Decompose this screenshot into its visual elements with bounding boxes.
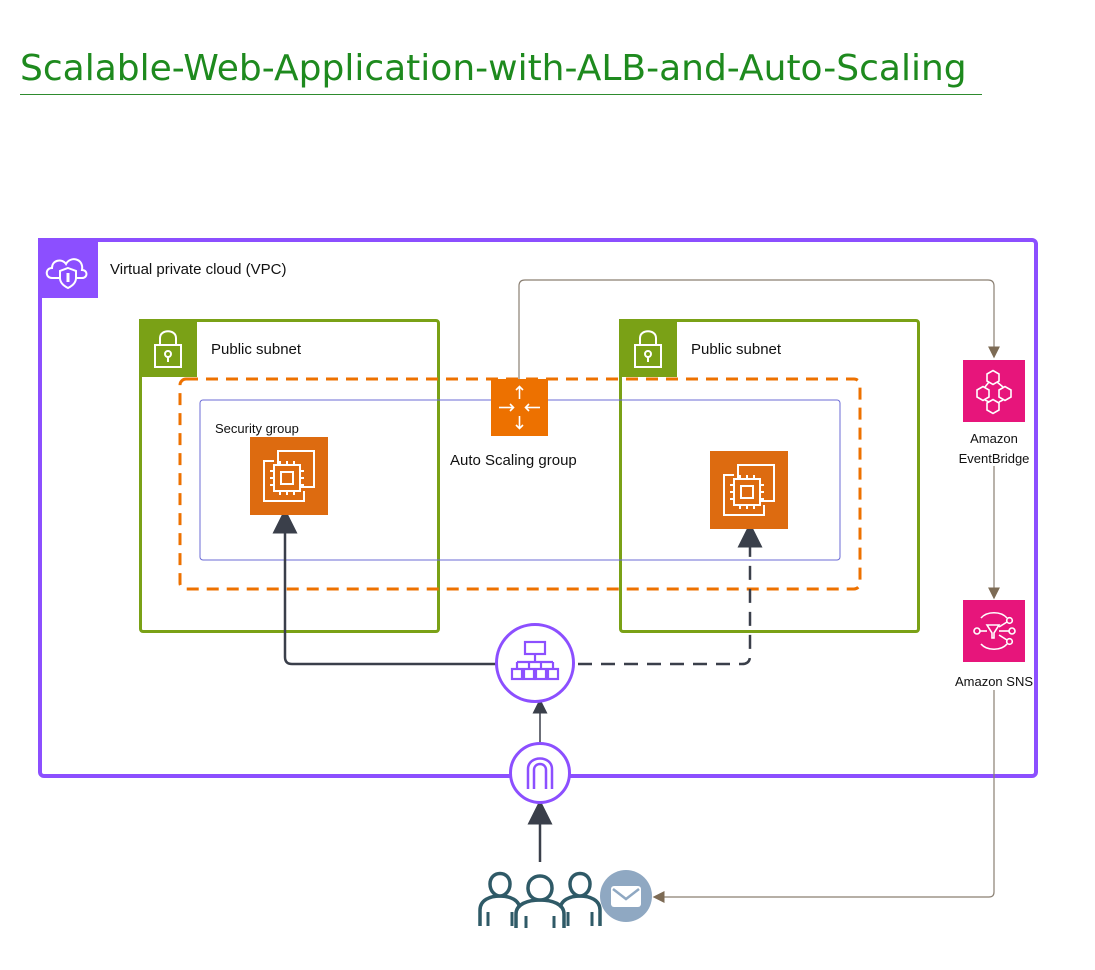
sns-label: Amazon SNS xyxy=(954,674,1034,689)
subnet-label-right: Public subnet xyxy=(691,341,782,358)
eventbridge-label: Amazon EventBridge xyxy=(944,429,1044,469)
ec2-instance-icon xyxy=(250,437,328,515)
internet-gateway-icon xyxy=(509,742,571,804)
public-subnet-right xyxy=(619,319,920,633)
email-icon xyxy=(600,870,652,922)
public-subnet-left xyxy=(139,319,440,633)
eventbridge-label-line1: Amazon xyxy=(970,431,1018,446)
security-group-label: Security group xyxy=(215,421,299,436)
alb-to-ec2-right xyxy=(578,522,763,666)
alb-to-ec2-left xyxy=(272,508,498,666)
sns-to-email xyxy=(652,690,995,903)
cloud-shield-icon xyxy=(38,238,98,298)
sns-icon xyxy=(963,600,1025,662)
page-title: Scalable-Web-Application-with-ALB-and-Au… xyxy=(20,44,982,95)
subnet-label-left: Public subnet xyxy=(211,341,302,358)
eventbridge-label-line2: EventBridge xyxy=(958,451,1030,466)
eventbridge-icon xyxy=(963,360,1025,422)
load-balancer-icon xyxy=(495,623,575,703)
ec2-instance-icon xyxy=(710,451,788,529)
lock-icon xyxy=(139,319,197,377)
users-icon xyxy=(476,858,604,930)
asg-to-eventbridge xyxy=(518,279,1000,379)
lock-icon xyxy=(619,319,677,377)
auto-scaling-group-label: Auto Scaling group xyxy=(450,452,577,469)
vpc-label: Virtual private cloud (VPC) xyxy=(110,261,287,278)
auto-scaling-group-border xyxy=(178,377,862,591)
auto-scaling-icon xyxy=(491,379,548,436)
